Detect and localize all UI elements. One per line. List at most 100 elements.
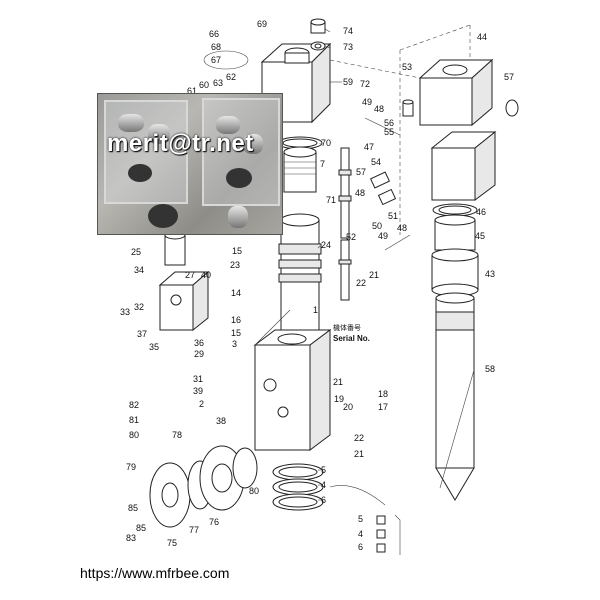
part-label: 24 [321,240,331,250]
part-label: 18 [378,389,388,399]
part-label: 33 [120,307,130,317]
part-label: 40 [201,270,211,280]
part-label: 70 [321,138,331,148]
part-label: 62 [226,72,236,82]
part-label: 50 [372,221,382,231]
part-label: 77 [189,525,199,535]
photo-box-right [202,98,280,206]
part-label: 51 [388,211,398,221]
chisel-58 [435,292,475,501]
part-label: 15 [231,328,241,338]
main-body-1 [253,309,332,451]
part-label: 2 [199,399,204,409]
part-label: 34 [134,265,144,275]
part-label: 1 [313,305,318,315]
part-label: 21 [354,449,364,459]
part-label: 72 [360,79,370,89]
part-label: 7 [320,159,325,169]
part-label: 82 [129,400,139,410]
part-label: 49 [378,231,388,241]
part-label: 45 [475,231,485,241]
part-label: 22 [356,278,366,288]
part-label: 48 [397,223,407,233]
part-label: 79 [126,462,136,472]
part-label: 23 [230,260,240,270]
part-label: 57 [504,72,514,82]
part-label: 15 [232,246,242,256]
part-label: 57 [356,167,366,177]
part-label: 44 [477,32,487,42]
part-label: 21 [333,377,343,387]
footer-url[interactable]: https://www.mfrbee.com [80,565,230,581]
part-label: 76 [209,517,219,527]
front-cover-75-76-77 [149,445,258,528]
part-label: 56 [384,118,394,128]
nut-74 [310,18,326,34]
part-label: 48 [374,104,384,114]
part-label: 60 [199,80,209,90]
photo-part [148,124,170,144]
part-label: 67 [211,55,221,65]
side-pins [364,99,519,251]
part-label: 63 [213,78,223,88]
part-label: 85 [128,503,138,513]
part-label: 38 [216,416,226,426]
part-label: 54 [371,157,381,167]
part-label: 43 [485,269,495,279]
part-label: 32 [134,302,144,312]
part-label: 49 [362,97,372,107]
part-label: 20 [343,402,353,412]
part-label: 19 [334,394,344,404]
part-label: 22 [354,433,364,443]
part-label: 39 [193,386,203,396]
part-label: 66 [209,29,219,39]
part-number-labels: 69 66 68 67 74 73 59 60 63 62 61 70 7 24… [120,19,514,552]
part-label: 68 [211,42,221,52]
cylinder-24 [278,213,322,341]
part-label: 46 [476,207,486,217]
dash-guides [329,24,471,235]
part-label: 6 [358,542,363,552]
photo-part [216,116,240,134]
part-label: 80 [249,486,259,496]
upper-frame-44 [418,58,497,201]
part-label: 80 [129,430,139,440]
part-label: 81 [129,415,139,425]
part-label: 5 [321,465,326,475]
part-label: 27 [185,270,195,280]
part-label: 21 [369,270,379,280]
seal-rings-43-46 [431,203,479,297]
photo-part [228,206,248,228]
photo-part [148,204,178,228]
serial-label: Serial No. [333,334,370,343]
part-label: 75 [167,538,177,548]
part-label: 71 [326,195,336,205]
watermark-email: merit@tr.net [107,130,254,157]
highlight-ellipse-67 [203,50,249,70]
valve-rod-71 [338,147,352,301]
seal-stack-5-4-6 [272,463,324,511]
part-label: 4 [321,480,326,490]
part-label: 52 [346,232,356,242]
leader-lines [317,28,475,501]
part-label: 31 [193,374,203,384]
part-label: 16 [231,315,241,325]
part-label: 73 [343,42,353,52]
piston-7 [283,146,317,193]
part-label: 55 [384,127,394,137]
part-label: 17 [378,402,388,412]
part-label: 85 [136,523,146,533]
photo-part [118,114,144,132]
valve-block-27 [158,230,210,332]
part-label: 53 [402,62,412,72]
part-label: 5 [358,514,363,524]
part-label: 35 [149,342,159,352]
part-label: 37 [137,329,147,339]
part-label: 61 [187,86,197,96]
part-label: 47 [364,142,374,152]
part-label: 29 [194,349,204,359]
part-label: 58 [485,364,495,374]
photo-part [226,168,252,188]
part-label: 36 [194,338,204,348]
